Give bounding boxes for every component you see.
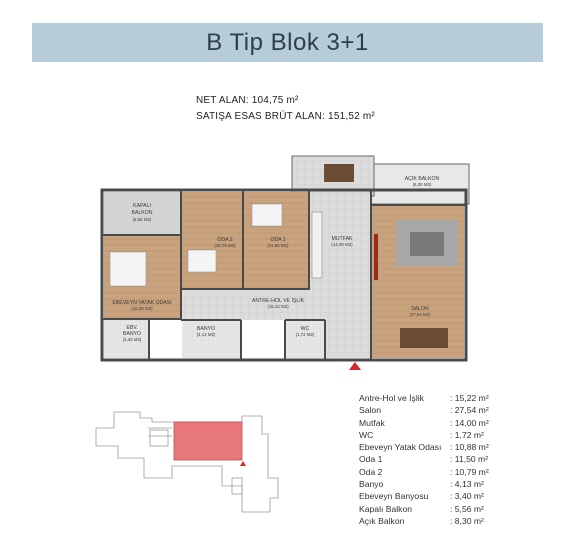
- dining-table-kitchen: [324, 164, 354, 182]
- key-entrance-marker-icon: [240, 461, 246, 466]
- legend-row: Banyo : 4,13 m²: [359, 479, 539, 491]
- kapali-balkon-label-1: KAPALI: [133, 203, 151, 209]
- dining-table-salon: [400, 328, 448, 348]
- oda1-label: ODA 1: [270, 237, 285, 243]
- legend-value: : 27,54 m²: [450, 405, 489, 416]
- kapali-balkon-floor: [104, 192, 180, 234]
- legend-row: Ebeveyn Banyosu : 3,40 m²: [359, 491, 539, 503]
- oda2-area: (10,79 M2): [214, 243, 236, 248]
- antre-label: ANTRE-HOL VE İŞLİK: [252, 297, 305, 304]
- gross-area: SATIŞA ESAS BRÜT ALAN: 151,52 m²: [196, 111, 375, 122]
- salon-area: (27,54 M2): [409, 312, 431, 317]
- salon-label: SALON: [411, 306, 429, 312]
- acik-balkon-label: AÇIK BALKON: [405, 176, 440, 182]
- legend-row: Salon : 27,54 m²: [359, 405, 539, 417]
- area-legend: Antre-Hol ve İşlik : 15,22 m² Salon : 27,5…: [359, 393, 539, 528]
- legend-name: Oda 2: [359, 466, 383, 477]
- legend-value: : 5,56 m²: [450, 503, 484, 514]
- legend-value: : 10,79 m²: [450, 466, 489, 477]
- page-title: B Tip Blok 3+1: [206, 29, 369, 56]
- legend-name: Mutfak: [359, 417, 385, 428]
- legend-row: Mutfak : 14,00 m²: [359, 418, 539, 430]
- ebv-banyo-floor: [104, 320, 148, 358]
- legend-value: : 3,40 m²: [450, 491, 484, 502]
- kapali-balkon-label-2: BALKON: [131, 210, 152, 216]
- acik-balkon-floor: [370, 163, 470, 205]
- wc-label: WC: [301, 326, 310, 332]
- legend-row: Açık Balkon : 8,30 m²: [359, 516, 539, 528]
- legend-name: Ebeveyn Banyosu: [359, 491, 429, 502]
- mutfak-label: MUTFAK: [331, 236, 353, 242]
- legend-name: Kapalı Balkon: [359, 503, 413, 514]
- kitchen-cabinet-red: [374, 234, 378, 280]
- kitchen-counter: [311, 211, 323, 279]
- bed-oda1: [251, 203, 283, 227]
- bed-ebeveyn: [109, 251, 147, 287]
- wc-area: (1,72 M2): [296, 332, 315, 337]
- legend-value: : 4,13 m²: [450, 479, 484, 490]
- ebv-banyo-label-1: EBV.: [126, 325, 137, 331]
- legend-row: WC : 1,72 m²: [359, 430, 539, 442]
- legend-row: Oda 1 : 11,50 m²: [359, 454, 539, 466]
- net-area: NET ALAN: 104,75 m²: [196, 95, 299, 106]
- ebv-banyo-area: (3,40 M2): [123, 337, 142, 342]
- legend-value: : 10,88 m²: [450, 442, 489, 453]
- rug-salon: [410, 232, 444, 256]
- title-bar: B Tip Blok 3+1: [32, 23, 543, 62]
- legend-name: Ebeveyn Yatak Odası: [359, 442, 442, 453]
- entrance-marker-icon: [349, 362, 361, 370]
- mutfak-area: (14,00 M2): [331, 242, 353, 247]
- legend-value: : 8,30 m²: [450, 515, 484, 526]
- kapali-balkon-area: (5,56 M2): [133, 217, 152, 222]
- floor-plan: KAPALI BALKON (5,56 M2) ODA 2 (10,79 M2)…: [100, 155, 470, 370]
- banyo-floor: [182, 320, 240, 358]
- banyo-label: BANYO: [197, 326, 215, 332]
- legend-name: Salon: [359, 405, 381, 416]
- antre-floor-lower: [326, 292, 370, 358]
- legend-value: : 11,50 m²: [450, 454, 489, 465]
- legend-value: : 15,22 m²: [450, 393, 489, 403]
- legend-row: Kapalı Balkon : 5,56 m²: [359, 504, 539, 516]
- acik-balkon-area: (8,30 M2): [413, 182, 432, 187]
- legend-row: Ebeveyn Yatak Odası : 10,88 m²: [359, 442, 539, 454]
- banyo-area: (4,13 M2): [197, 332, 216, 337]
- oda2-floor: [182, 192, 242, 288]
- legend-row: Antre-Hol ve İşlik : 15,22 m²: [359, 393, 539, 405]
- key-plan: [95, 411, 279, 513]
- ebeveyn-yatak-label: EBEVEYN YATAK ODASI: [112, 300, 171, 306]
- legend-value: : 1,72 m²: [450, 429, 484, 440]
- oda2-label: ODA 2: [217, 237, 232, 243]
- unit-highlight: [173, 421, 243, 461]
- ebv-banyo-label-2: BANYO: [123, 331, 141, 337]
- legend-name: WC: [359, 429, 374, 440]
- legend-name: Açık Balkon: [359, 515, 405, 526]
- inner-walls: [102, 190, 466, 360]
- ebeveyn-yatak-area: (10,88 M2): [131, 306, 153, 311]
- legend-name: Banyo: [359, 479, 384, 490]
- wc-floor: [286, 320, 324, 358]
- legend-name: Antre-Hol ve İşlik: [359, 393, 424, 403]
- bed-oda2: [187, 249, 217, 273]
- legend-value: : 14,00 m²: [450, 417, 489, 428]
- legend-name: Oda 1: [359, 454, 383, 465]
- oda1-area: (11,50 M2): [268, 243, 289, 248]
- antre-area: (15,22 M2): [267, 304, 289, 309]
- legend-row: Oda 2 : 10,79 m²: [359, 467, 539, 479]
